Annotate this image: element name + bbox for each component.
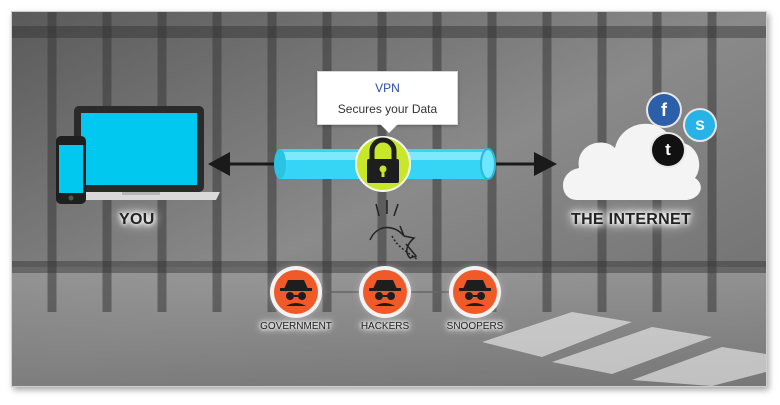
snoopers-label: SNOOPERS <box>446 321 504 332</box>
right-arrow-icon <box>492 152 557 176</box>
connection-graphics <box>208 136 557 293</box>
vpn-callout-subtitle: Secures your Data <box>337 102 438 116</box>
phone-icon <box>56 136 86 204</box>
skype-icon: S <box>685 110 715 140</box>
internet-label: THE INTERNET <box>571 211 692 228</box>
twitter-icon: t <box>652 134 684 166</box>
padlock-icon <box>355 136 411 192</box>
snoopers-spy-icon <box>453 270 497 314</box>
left-arrow-icon <box>208 152 280 176</box>
hackers-spy-icon <box>363 270 407 314</box>
government-spy-icon <box>274 270 318 314</box>
government-label: GOVERNMENT <box>260 321 332 332</box>
vpn-callout-title: VPN <box>375 81 400 95</box>
diagram-frame: YOU VPN Secures your Data <box>11 11 767 387</box>
vpn-callout: VPN Secures your Data <box>317 71 458 133</box>
laptop-icon <box>62 106 220 200</box>
you-label: YOU <box>119 211 155 228</box>
cloud-icon <box>563 123 701 200</box>
facebook-icon: f <box>648 94 680 126</box>
deflection-arrow-icon <box>369 200 419 261</box>
hackers-label: HACKERS <box>360 321 410 332</box>
